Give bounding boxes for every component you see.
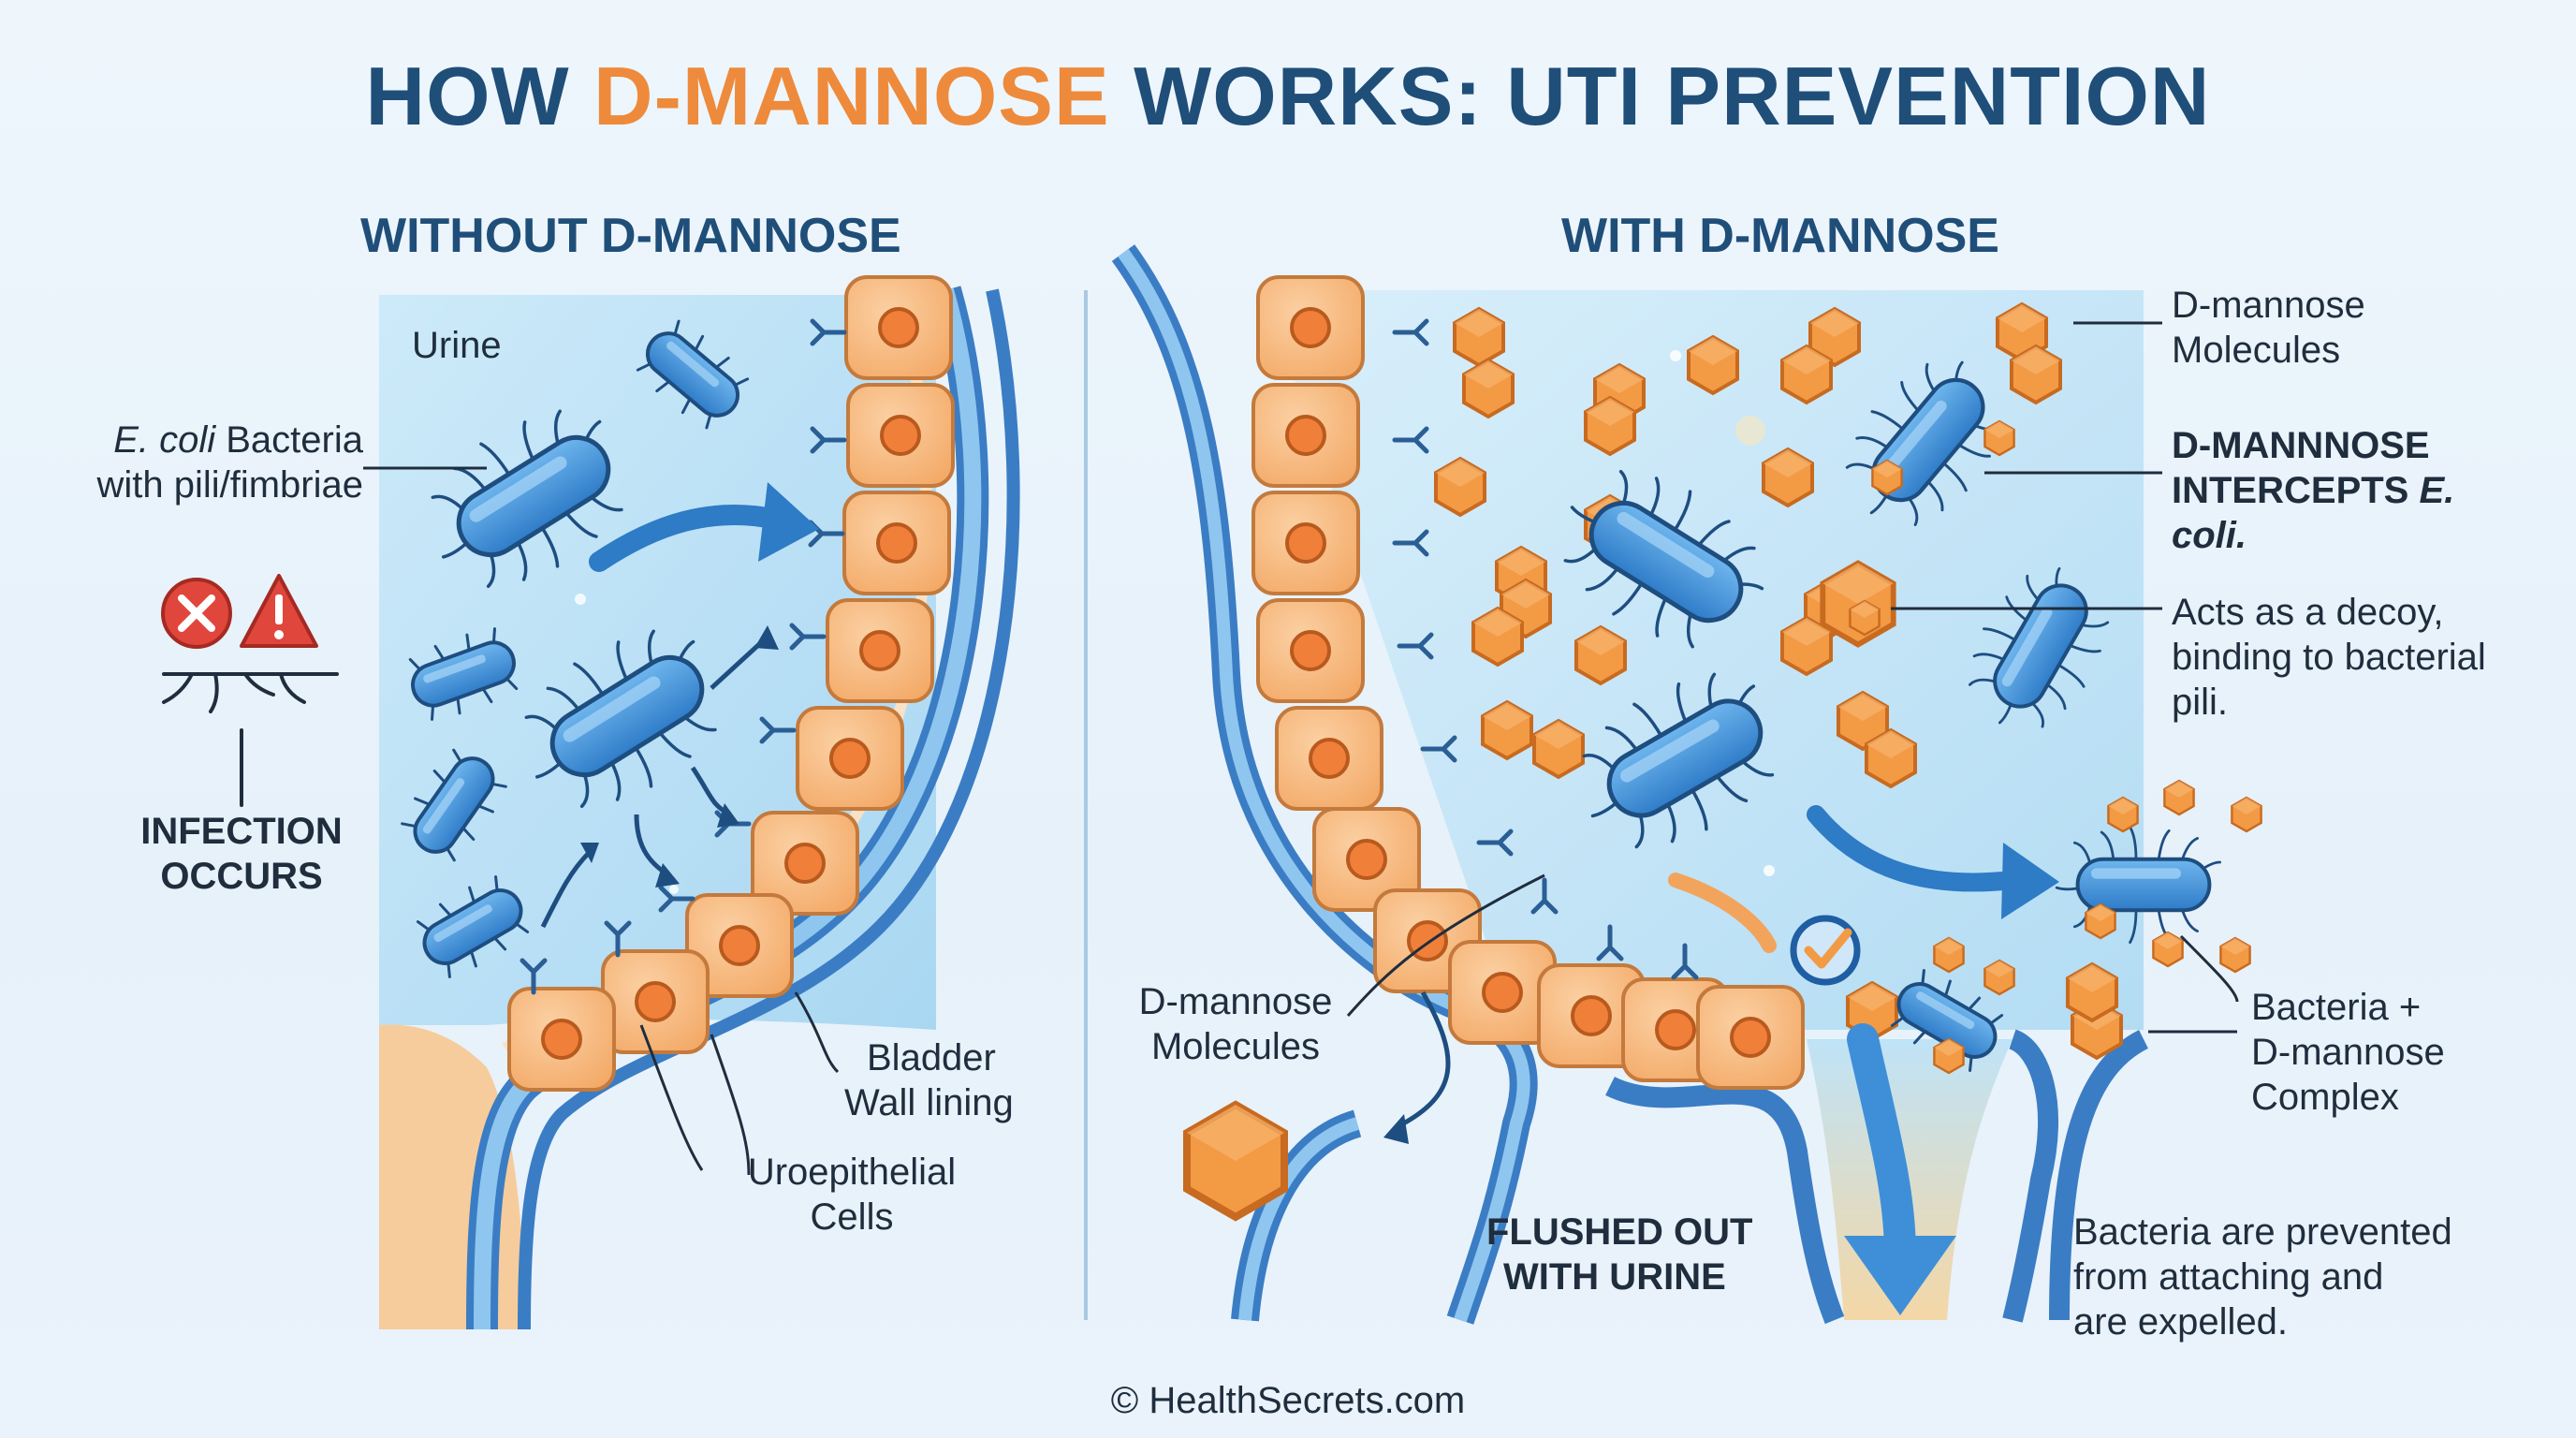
prevented-label: Bacteria are prevented from attaching an…	[2073, 1211, 2452, 1343]
urine-label: Urine	[412, 325, 502, 366]
checkmark-circle-icon	[1790, 915, 1861, 986]
uroepithelial-cells-label: Uroepithelial Cells	[747, 1152, 957, 1238]
page-title: HOW D-MANNOSE WORKS: UTI PREVENTION	[365, 50, 2211, 142]
bladder-wall-label: Bladder Wall lining	[844, 1037, 1014, 1123]
title-accent: D-MANNOSE	[593, 50, 1110, 142]
warning-triangle-icon	[240, 574, 318, 648]
d-mannose-molecules-label-left: D-mannose Molecules	[1138, 981, 1333, 1067]
d-mannose-molecules-label-top: D-mannose Molecules	[2172, 285, 2365, 371]
intercepts-label: D-MANNNOSE INTERCEPTS E. coli.	[2172, 425, 2455, 556]
bacteria-complex-label: Bacteria + D-mannose Complex	[2251, 987, 2445, 1118]
left-panel	[161, 275, 1020, 1330]
infection-occurs-label: INFECTION OCCURS	[140, 811, 343, 897]
d-mannose-molecule-large	[1187, 1105, 1284, 1217]
ecoli-label: E. coli Bacteria with pili/fimbriae	[96, 419, 363, 506]
decoy-label: Acts as a decoy, binding to bacterial pi…	[2172, 592, 2486, 723]
right-panel	[1111, 244, 2262, 1325]
copyright: © HealthSecrets.com	[1110, 1380, 1466, 1421]
x-circle-icon	[161, 578, 232, 649]
left-heading: WITHOUT D-MANNOSE	[360, 209, 901, 263]
right-heading: WITH D-MANNOSE	[1561, 209, 1999, 263]
flushed-out-label: FLUSHED OUT WITH URINE	[1486, 1211, 1753, 1298]
